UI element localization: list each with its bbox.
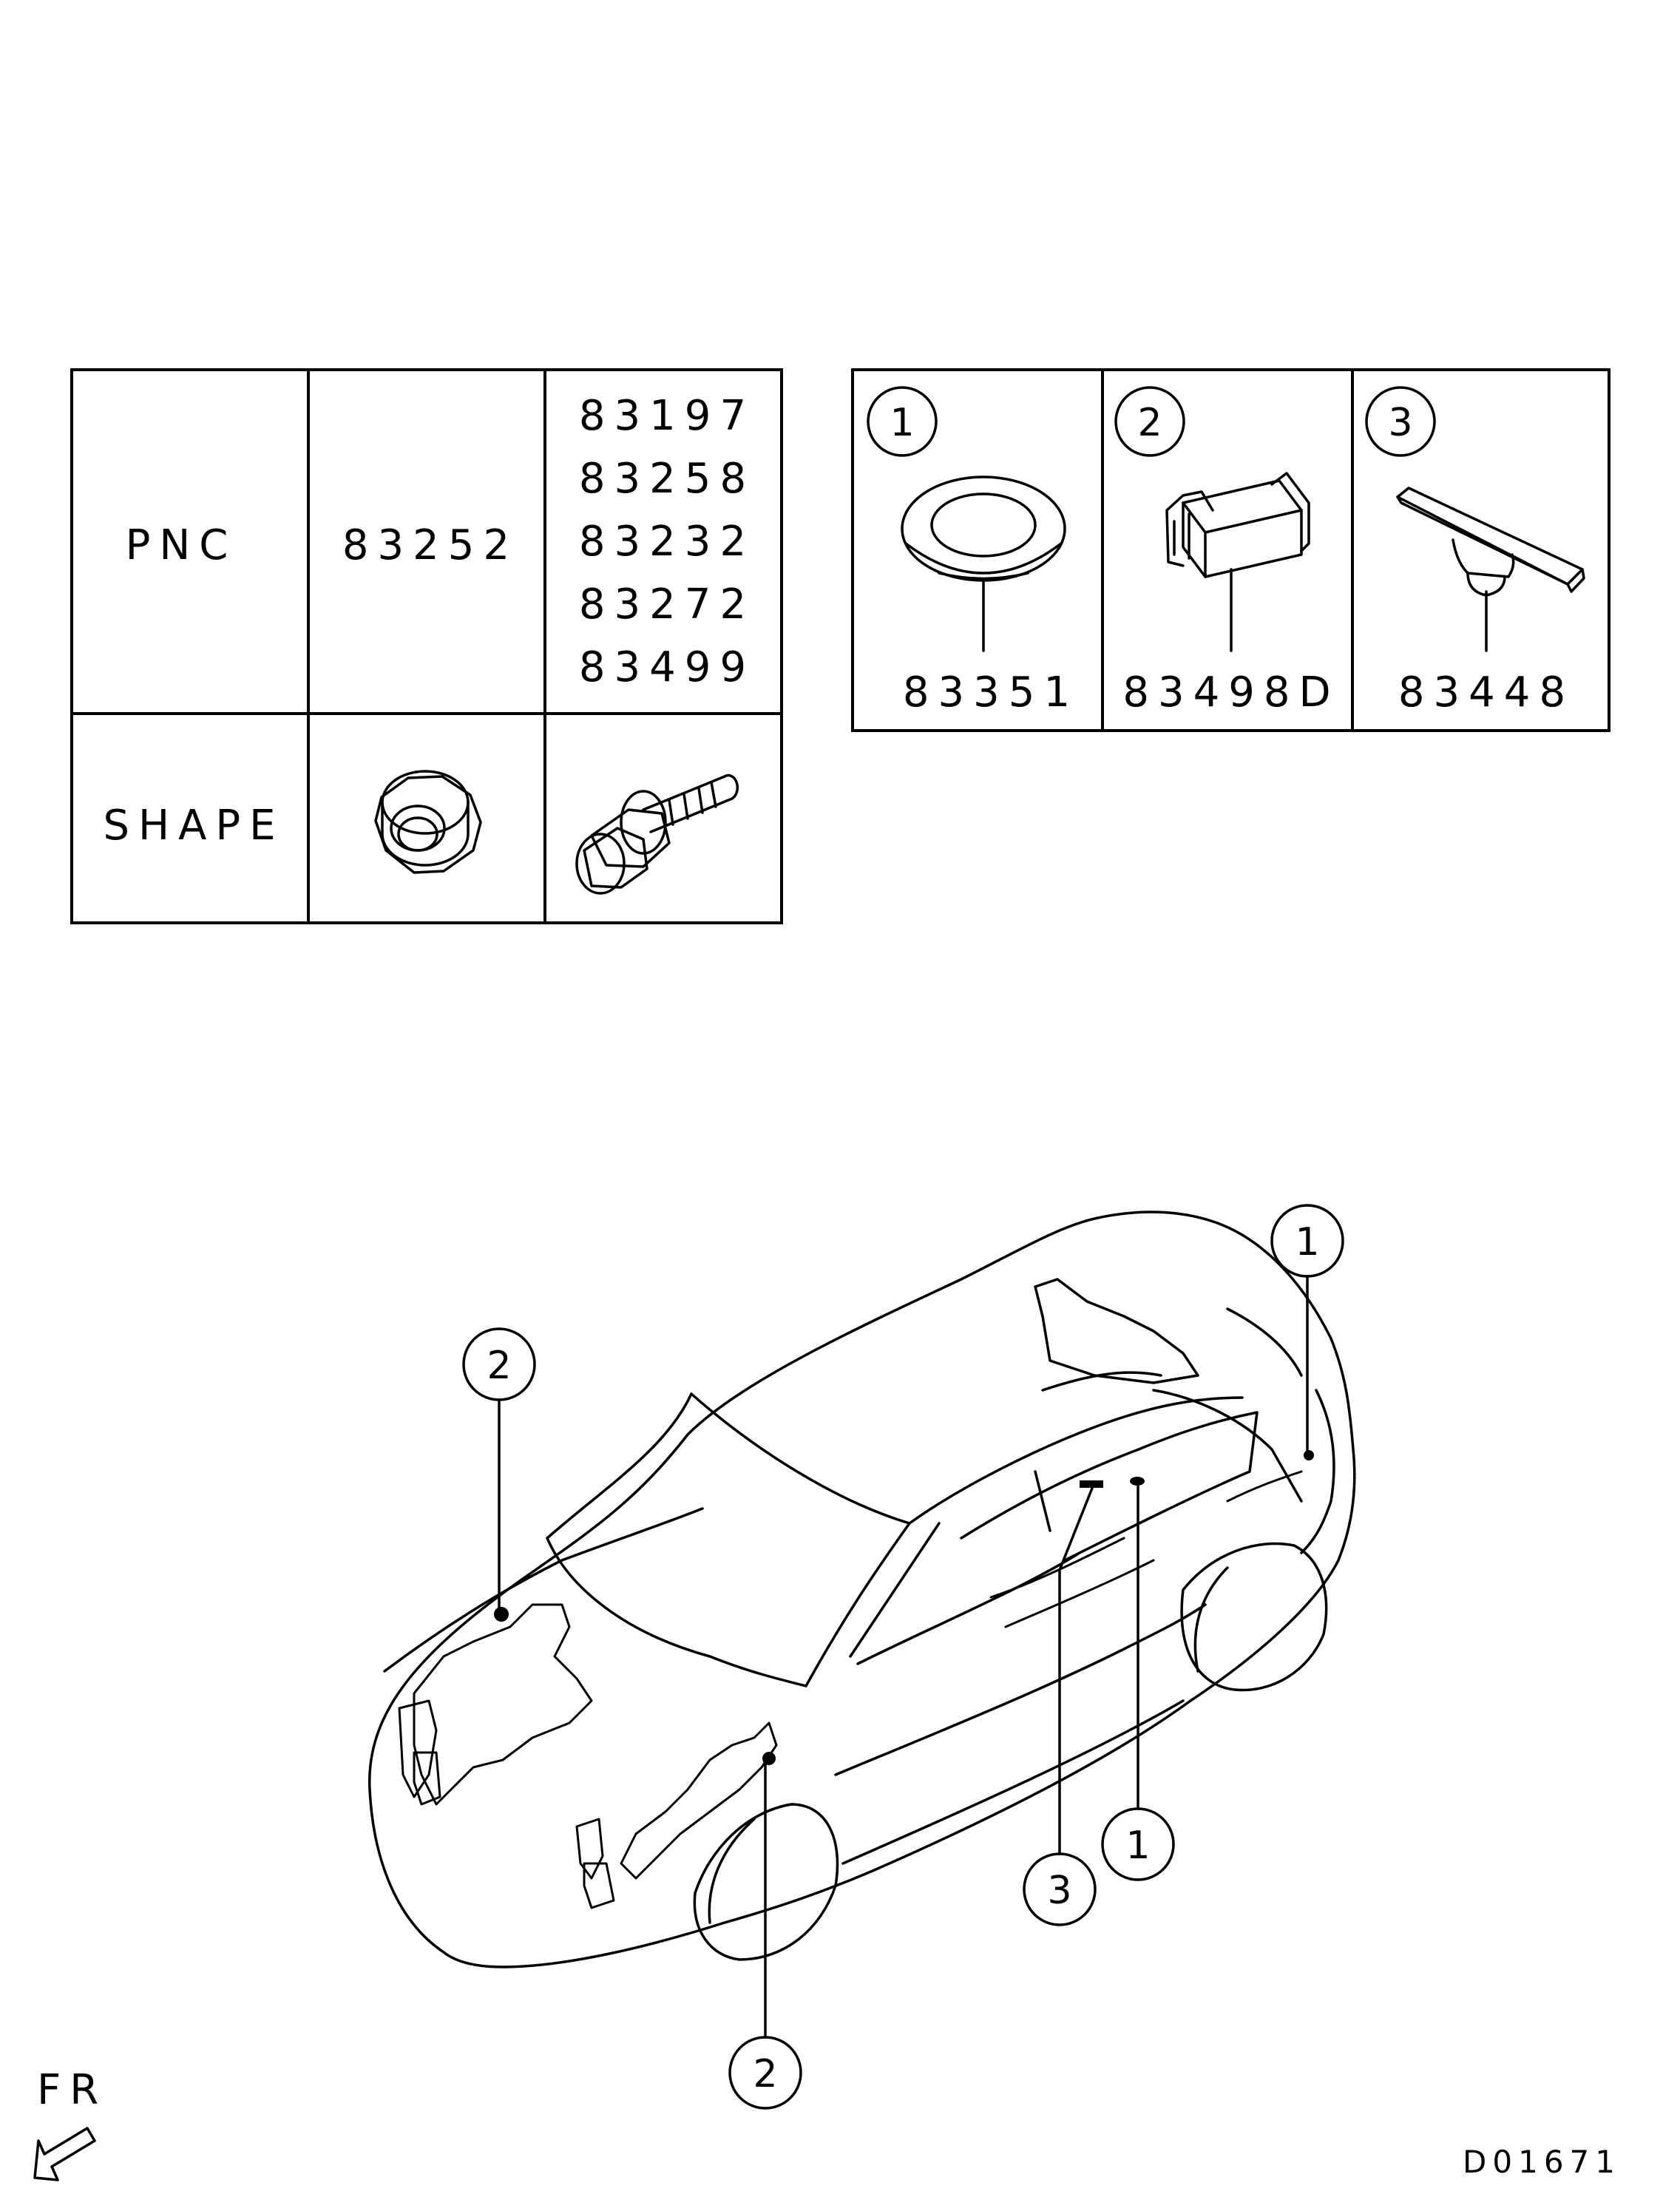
orientation-label: FR (37, 2066, 107, 2114)
parts-table: 1 83351 2 83498D (851, 368, 1610, 732)
part-pnc: 83498D (1122, 668, 1339, 717)
callout-number: 1 (1125, 1824, 1150, 1868)
callout-bottom-mid-1: 1 (1101, 1485, 1175, 1881)
front-orientation-arrow: FR (33, 2066, 107, 2181)
pnc-table: PNC SHAPE 83252 83197 83258 83232 83272 … (70, 368, 783, 924)
pnc-col2-value: 83272 (579, 580, 755, 629)
pnc-col2-value: 83197 (579, 392, 755, 440)
shape-row-label: SHAPE (103, 802, 284, 850)
part-pnc: 83448 (1398, 668, 1574, 717)
clip-strip-icon (1396, 487, 1585, 597)
connector-icon (1165, 472, 1310, 578)
pnc-col2-value: 83499 (579, 643, 755, 691)
bolt-icon (575, 773, 739, 895)
part-number-circle: 3 (1388, 401, 1412, 445)
part-pnc: 83351 (903, 668, 1079, 717)
drawing-code: D01671 (1463, 2144, 1621, 2180)
grommet-icon (901, 475, 1066, 582)
callout-bottom-mid-3: 3 (1023, 1485, 1097, 1926)
nut-icon (374, 770, 482, 874)
callout-bottom-left: 2 (728, 1761, 802, 2110)
pnc-col2-value: 83258 (579, 455, 755, 503)
pnc-row-label: PNC (126, 521, 237, 569)
pnc-col1-value: 83252 (342, 521, 518, 569)
vehicle-drawing (368, 1211, 1356, 1968)
part-cell-1: 1 83351 (867, 386, 1079, 717)
part-number-circle: 2 (1137, 401, 1162, 445)
pnc-col2-value: 83232 (579, 518, 755, 566)
callout-number: 3 (1047, 1869, 1071, 1913)
callout-number: 1 (1295, 1220, 1319, 1264)
callout-number: 2 (487, 1344, 511, 1388)
part-number-circle: 1 (890, 401, 914, 445)
callout-number: 2 (753, 2052, 777, 2096)
part-cell-3: 3 83448 (1365, 386, 1585, 717)
part-cell-2: 2 83498D (1114, 386, 1339, 717)
callout-left-upper: 2 (462, 1327, 536, 1612)
callout-top-right: 1 (1270, 1204, 1344, 1455)
